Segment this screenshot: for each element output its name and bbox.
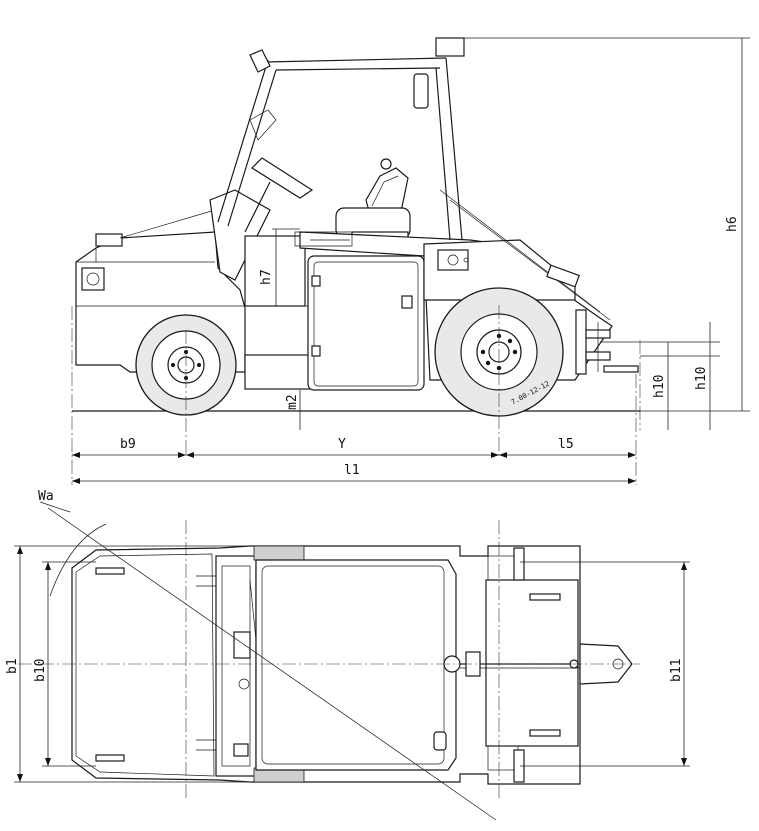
dim-m2: m2 bbox=[285, 394, 300, 410]
dim-Wa: Wa bbox=[38, 489, 54, 504]
dim-b9: b9 bbox=[120, 437, 136, 452]
left-tire-top bbox=[253, 545, 305, 561]
battery-door bbox=[307, 255, 425, 391]
dim-h7: h7 bbox=[259, 269, 274, 285]
steering-wheel bbox=[251, 157, 314, 199]
seat bbox=[335, 158, 411, 247]
dim-h10-right: h10 bbox=[694, 367, 709, 390]
dim-h10-left: h10 bbox=[652, 375, 667, 398]
dim-b11: b11 bbox=[669, 659, 684, 682]
hitch-head bbox=[579, 643, 633, 685]
dim-Y: Y bbox=[338, 437, 346, 452]
dim-h6: h6 bbox=[725, 216, 740, 232]
turning-radius-line bbox=[47, 507, 497, 821]
tow-hitch bbox=[575, 309, 639, 375]
dim-l1: l1 bbox=[344, 463, 360, 478]
dim-b1: b1 bbox=[5, 658, 20, 674]
side-view: 7.00-12-12 h6 h7 m2 h10 bbox=[71, 37, 750, 485]
dim-b10: b10 bbox=[33, 659, 48, 682]
dim-l5: l5 bbox=[558, 437, 574, 452]
canopy bbox=[217, 37, 465, 241]
top-view: Wa b1 b10 b11 bbox=[5, 489, 690, 821]
